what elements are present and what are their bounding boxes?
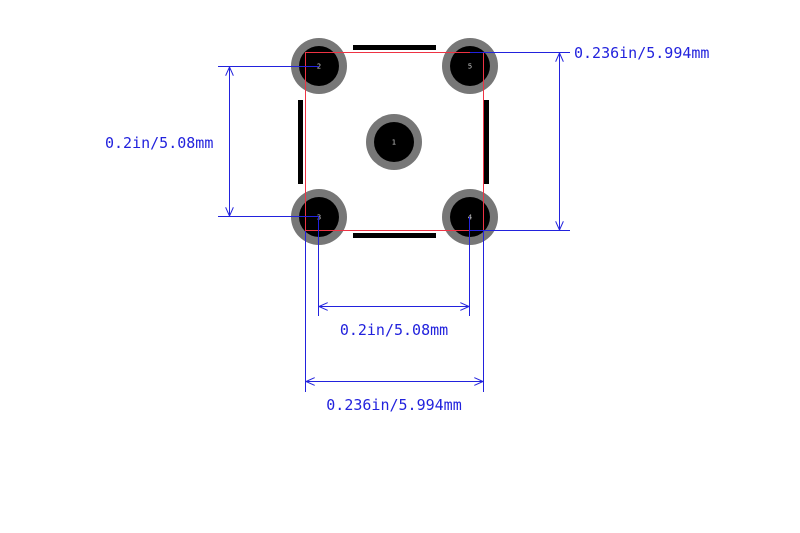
dimension-lines [218, 52, 570, 392]
silkscreen-right-bar [484, 100, 489, 184]
body-outline [305, 52, 484, 231]
pad-number: 4 [468, 214, 473, 222]
body-width-label: 0.236in/5.994mm [326, 396, 461, 414]
pad-number: 1 [392, 139, 396, 147]
silkscreen-bottom-bar [353, 233, 436, 238]
pad-number: 5 [468, 63, 472, 71]
silkscreen-top-bar [353, 45, 436, 50]
pad-hole [374, 122, 414, 162]
pad-hole [450, 46, 490, 86]
silkscreen-left-bar [298, 100, 303, 184]
pad-1: 1 [366, 114, 422, 170]
pad-5: 5 [442, 38, 498, 94]
silkscreen-outline [298, 45, 489, 238]
left-height-label: 0.2in/5.08mm [105, 134, 213, 152]
pitch-width-label: 0.2in/5.08mm [340, 321, 448, 339]
right-height-label: 0.236in/5.994mm [574, 44, 709, 62]
